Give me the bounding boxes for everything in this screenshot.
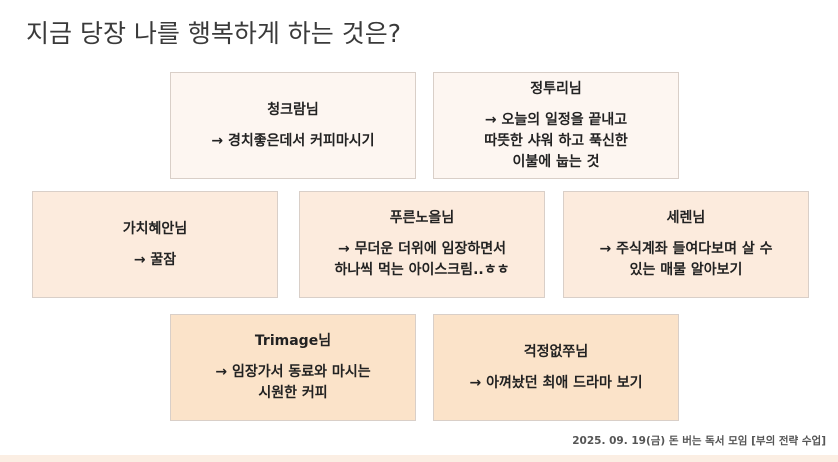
- card-name: 청크람님: [267, 101, 319, 118]
- answer-card: 정투리님 → 오늘의 일정을 끝내고 따뜻한 샤워 하고 푹신한 이불에 눕는 …: [433, 72, 679, 179]
- card-name: 세렌님: [666, 210, 706, 226]
- bottom-bar: [0, 455, 838, 462]
- answer-card: 청크람님 → 경치좋은데서 커피마시기: [170, 72, 416, 179]
- slide-title: 지금 당장 나를 행복하게 하는 것은?: [26, 19, 402, 48]
- card-message: → 경치좋은데서 커피마시기: [211, 132, 375, 149]
- answer-card: 걱정없쭈님 → 아껴놨던 최애 드라마 보기: [433, 314, 679, 421]
- card-name: 가치혜안님: [122, 220, 188, 237]
- answer-card: 세렌님 → 주식계좌 들여다보며 살 수 있는 매물 알아보기: [563, 191, 809, 298]
- card-message: → 주식계좌 들여다보며 살 수 있는 매물 알아보기: [599, 241, 773, 278]
- card-name: 정투리님: [530, 80, 582, 97]
- card-message: → 무더운 더위에 임장하면서 하나씩 먹는 아이스크림..ㅎㅎ: [334, 241, 510, 278]
- card-name: 걱정없쭈님: [523, 343, 589, 360]
- card-name: 푸른노을님: [389, 210, 455, 226]
- slide-footer: 2025. 09. 19(금) 돈 버는 독서 모임 [부의 전략 수업]: [572, 435, 826, 447]
- card-message: → 꿀잠: [133, 251, 177, 268]
- card-message: → 임장가서 동료와 마시는 시원한 커피: [215, 364, 371, 401]
- card-message: → 오늘의 일정을 끝내고 따뜻한 샤워 하고 푹신한 이불에 눕는 것: [484, 111, 628, 170]
- answer-card: 푸른노을님 → 무더운 더위에 임장하면서 하나씩 먹는 아이스크림..ㅎㅎ: [299, 191, 545, 298]
- card-message: → 아껴놨던 최애 드라마 보기: [469, 374, 643, 391]
- card-name: Trimage님: [254, 333, 332, 349]
- answer-card: 가치혜안님 → 꿀잠: [32, 191, 278, 298]
- answer-card: Trimage님 → 임장가서 동료와 마시는 시원한 커피: [170, 314, 416, 421]
